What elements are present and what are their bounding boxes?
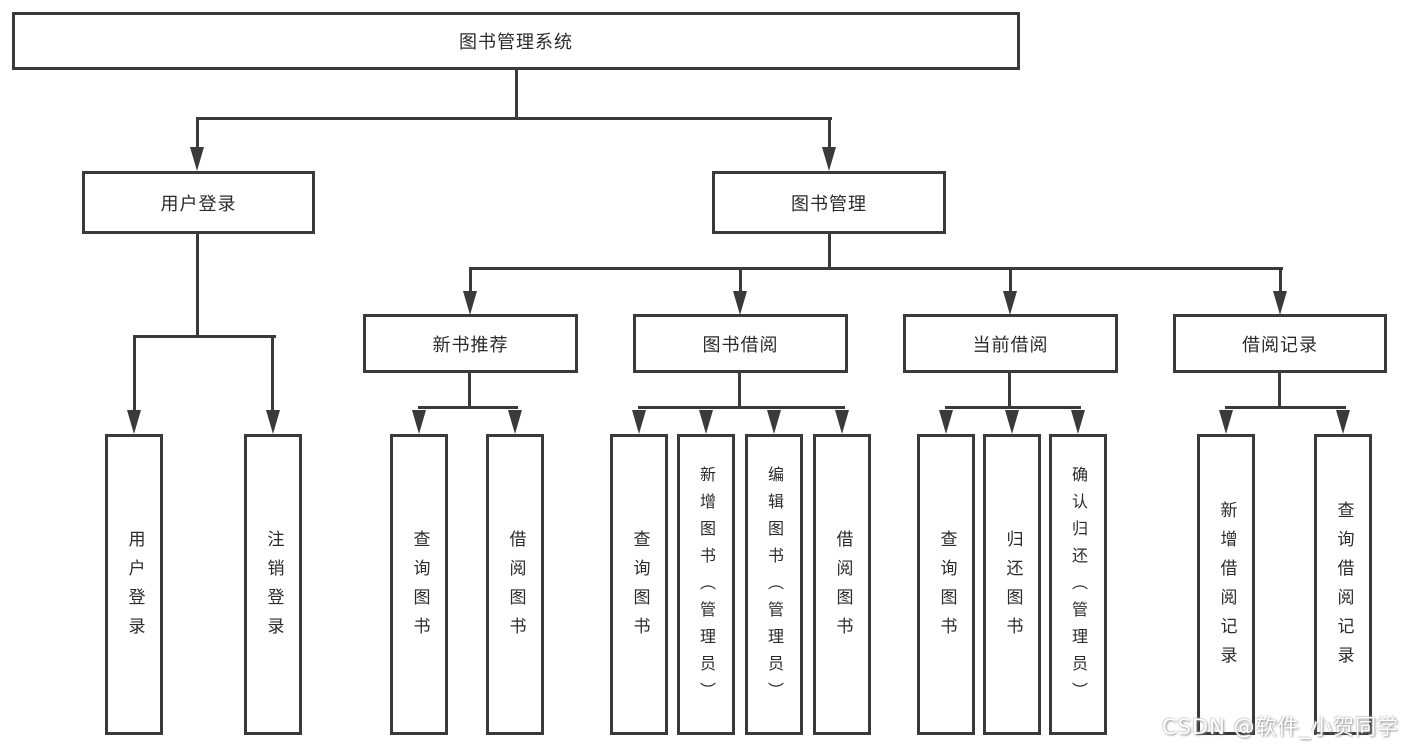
node-root: 图书管理系统 [12, 12, 1020, 70]
node-current-borrow: 当前借阅 [903, 314, 1118, 373]
connector-arrow [266, 410, 280, 434]
node-book-management: 图书管理 [712, 171, 946, 234]
leaf-borrow-books-label: 借阅图书 [832, 529, 853, 646]
leaf-return-books: 归还图书 [983, 434, 1041, 735]
leaf-add-books-admin-label: 新增图书（管理员） [697, 466, 716, 709]
connector-arrow [822, 147, 836, 171]
leaf-query-books-recommend: 查询图书 [390, 434, 448, 735]
connector-arrow [412, 410, 426, 434]
connector-line [828, 117, 831, 150]
node-new-book-recommend: 新书推荐 [363, 314, 578, 373]
leaf-add-books-admin: 新增图书（管理员） [677, 434, 735, 735]
node-book-management-label: 图书管理 [791, 193, 867, 215]
connector-arrow [1071, 410, 1085, 434]
connector-arrow [127, 410, 141, 434]
leaf-query-borrow-record: 查询借阅记录 [1314, 434, 1372, 735]
leaf-query-books-borrow: 查询图书 [610, 434, 668, 735]
connector-line [271, 335, 274, 412]
node-user-login-label: 用户登录 [160, 193, 237, 215]
connector-arrow [1273, 291, 1287, 315]
leaf-user-login: 用户登录 [105, 434, 163, 735]
node-user-login: 用户登录 [82, 171, 315, 234]
connector-line [196, 117, 199, 150]
leaf-confirm-return-admin: 确认归还（管理员） [1049, 434, 1107, 735]
leaf-logout: 注销登录 [244, 434, 302, 735]
leaf-add-borrow-record: 新增借阅记录 [1197, 434, 1255, 735]
connector-line [196, 117, 832, 120]
connector-line [828, 232, 831, 270]
leaf-borrow-books-recommend-label: 借阅图书 [505, 529, 526, 646]
connector-arrow [508, 410, 522, 434]
leaf-query-books-current-label: 查询图书 [936, 529, 957, 646]
connector-line [1278, 371, 1281, 409]
node-borrow-records-label: 借阅记录 [1242, 334, 1318, 356]
leaf-query-borrow-record-label: 查询借阅记录 [1333, 500, 1354, 675]
connector-arrow [190, 147, 204, 171]
leaf-query-books-borrow-label: 查询图书 [629, 529, 650, 646]
leaf-edit-books-admin-label: 编辑图书（管理员） [765, 466, 784, 709]
leaf-logout-label: 注销登录 [263, 529, 284, 646]
connector-line [515, 68, 518, 120]
connector-arrow [1336, 410, 1350, 434]
connector-arrow [1219, 410, 1233, 434]
watermark: CSDN @软件_小贺同学 [1161, 715, 1399, 739]
connector-arrow [1003, 291, 1017, 315]
node-borrow-records: 借阅记录 [1173, 314, 1387, 373]
connector-arrow [463, 291, 477, 315]
connector-line [738, 371, 741, 409]
node-book-borrow: 图书借阅 [633, 314, 848, 373]
connector-line [945, 406, 1081, 409]
leaf-user-login-label: 用户登录 [124, 529, 145, 646]
node-current-borrow-label: 当前借阅 [972, 334, 1049, 356]
connector-line [133, 335, 276, 338]
node-new-book-recommend-label: 新书推荐 [432, 334, 509, 356]
leaf-borrow-books-recommend: 借阅图书 [486, 434, 544, 735]
connector-arrow [1005, 410, 1019, 434]
connector-line [638, 406, 845, 409]
connector-line [469, 267, 472, 294]
connector-arrow [699, 410, 713, 434]
leaf-borrow-books: 借阅图书 [813, 434, 871, 735]
node-book-borrow-label: 图书借阅 [702, 334, 779, 356]
connector-line [1279, 267, 1282, 294]
leaf-query-books-recommend-label: 查询图书 [409, 529, 430, 646]
connector-line [1009, 267, 1012, 294]
leaf-return-books-label: 归还图书 [1002, 529, 1023, 646]
leaf-add-borrow-record-label: 新增借阅记录 [1216, 500, 1237, 675]
connector-line [468, 371, 471, 409]
leaf-query-books-current: 查询图书 [917, 434, 975, 735]
connector-arrow [733, 291, 747, 315]
connector-line [469, 267, 1283, 270]
connector-line [133, 335, 136, 412]
connector-line [196, 232, 199, 338]
connector-line [1225, 406, 1346, 409]
node-root-label: 图书管理系统 [459, 32, 573, 53]
connector-line [1008, 371, 1011, 409]
connector-arrow [835, 410, 849, 434]
connector-line [739, 267, 742, 294]
connector-arrow [767, 410, 781, 434]
connector-arrow [939, 410, 953, 434]
leaf-confirm-return-admin-label: 确认归还（管理员） [1069, 466, 1088, 709]
leaf-edit-books-admin: 编辑图书（管理员） [745, 434, 803, 735]
connector-arrow [632, 410, 646, 434]
connector-line [418, 406, 518, 409]
